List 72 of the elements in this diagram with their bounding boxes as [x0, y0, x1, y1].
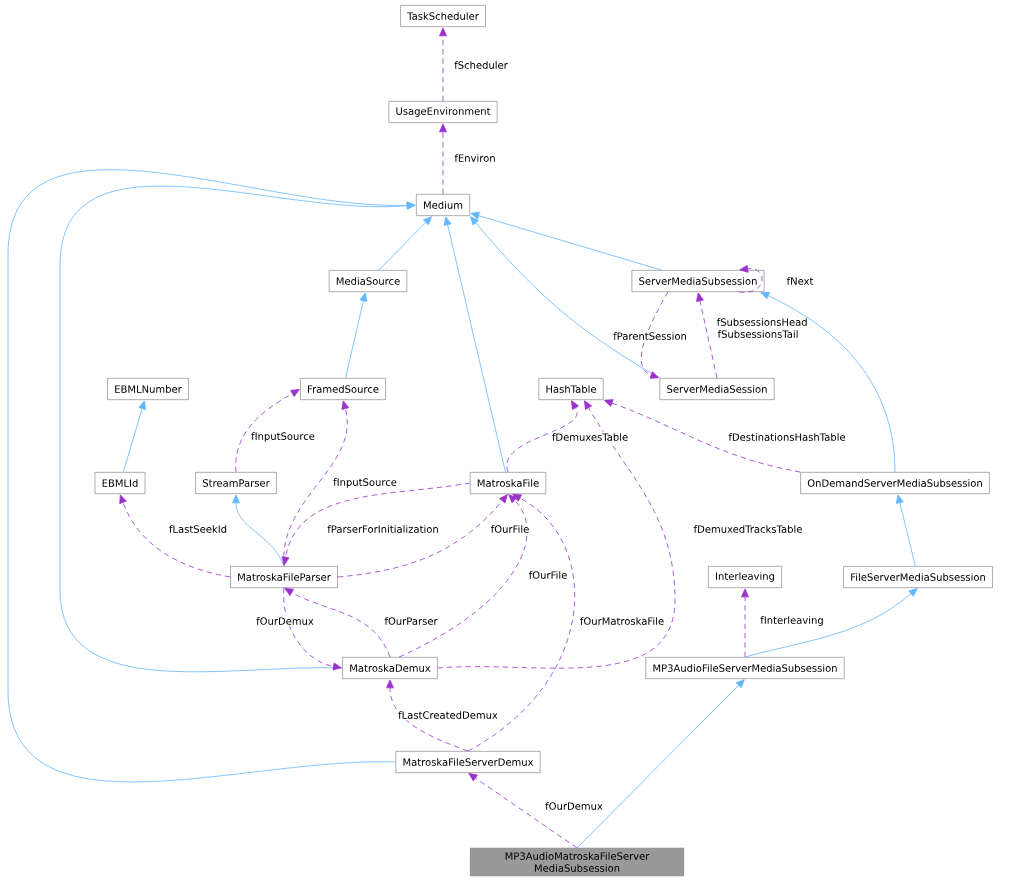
dashed-arrow: [386, 679, 469, 752]
edge-label: fLastSeekId: [167, 523, 229, 535]
class-box: EBMLNumber: [107, 378, 189, 400]
class-box: MatroskaFile: [469, 472, 547, 494]
dashed-arrow: [283, 587, 342, 671]
dashed-arrow: [439, 123, 447, 195]
arrow: [122, 400, 146, 473]
edge-label: fParserForInitialization: [325, 523, 441, 535]
edge-label: fDemuxesTable: [550, 431, 630, 443]
class-box: MP3AudioFileServerMediaSubsession: [645, 657, 845, 679]
arrow: [576, 679, 745, 849]
class-box: Interleaving: [708, 566, 782, 588]
class-box: MediaSource: [328, 270, 408, 292]
edge-label: fEnviron: [453, 152, 497, 164]
class-box: FileServerMediaSubsession: [843, 566, 993, 588]
dashed-arrow: [284, 588, 391, 658]
dashed-arrow: [696, 292, 718, 379]
edge-label: fOurDemux: [254, 615, 316, 627]
dashed-arrow: [235, 389, 300, 473]
dashed-arrow: [467, 494, 575, 752]
edge-label: fSubsessionsHead fSubsessionsTail: [715, 316, 807, 340]
class-box: Medium: [416, 194, 470, 216]
dashed-arrow: [738, 265, 763, 293]
edge-label: fInterleaving: [758, 614, 826, 628]
edge-label: fInputSource: [249, 430, 317, 444]
arrow: [760, 291, 896, 473]
arrow: [443, 216, 506, 473]
arrow: [345, 292, 368, 379]
dashed-arrow: [398, 494, 528, 658]
class-box: MatroskaDemux: [342, 657, 438, 679]
dashed-arrow: [604, 399, 801, 473]
class-box: FramedSource: [300, 378, 386, 400]
dashed-arrow: [741, 588, 749, 658]
edge-label: fOurParser: [383, 615, 439, 627]
edge-label: fInputSource: [331, 476, 399, 490]
dashed-arrow: [468, 773, 578, 849]
arrow: [59, 185, 416, 673]
class-box: HashTable: [538, 378, 604, 400]
class-box: UsageEnvironment: [388, 101, 498, 123]
class-box: StreamParser: [195, 472, 277, 494]
arrow: [744, 588, 918, 658]
edge-label: fLastCreatedDemux: [396, 709, 500, 721]
class-box: ServerMediaSubsession: [631, 270, 765, 292]
dashed-arrow: [437, 400, 676, 669]
arrow: [232, 494, 285, 567]
class-box: OnDemandServerMediaSubsession: [800, 472, 990, 494]
class-box: EBMLId: [94, 472, 146, 494]
edge-label: fOurFile: [489, 523, 531, 535]
arrow: [896, 494, 916, 567]
arrow: [470, 211, 662, 271]
edge-label: fOurDemux: [543, 800, 605, 812]
edge-label: fDestinationsHashTable: [727, 431, 847, 443]
edge-label: fParentSession: [611, 330, 689, 342]
class-box: ServerMediaSession: [659, 378, 775, 400]
dashed-arrow: [506, 400, 579, 473]
edge-label: fNext: [785, 275, 815, 287]
class-box: MatroskaFileParser: [230, 566, 338, 588]
edge-label: fDemuxedTracksTable: [692, 523, 804, 535]
dashed-arrow: [337, 494, 508, 578]
arrow: [378, 216, 432, 271]
arrow: [7, 169, 416, 783]
class-box: TaskScheduler: [400, 5, 486, 27]
dashed-arrow: [640, 291, 669, 379]
edge-label: fOurFile: [527, 569, 569, 581]
dashed-arrow: [119, 494, 231, 578]
edge-label: fScheduler: [452, 59, 510, 71]
arrow: [470, 216, 660, 379]
class-box: MP3AudioMatroskaFileServer MediaSubsession: [470, 847, 684, 877]
dashed-arrow: [281, 482, 471, 566]
edge-label: fOurMatroskaFile: [578, 615, 666, 627]
class-box: MatroskaFileServerDemux: [395, 751, 541, 773]
dashed-arrow: [439, 27, 447, 102]
